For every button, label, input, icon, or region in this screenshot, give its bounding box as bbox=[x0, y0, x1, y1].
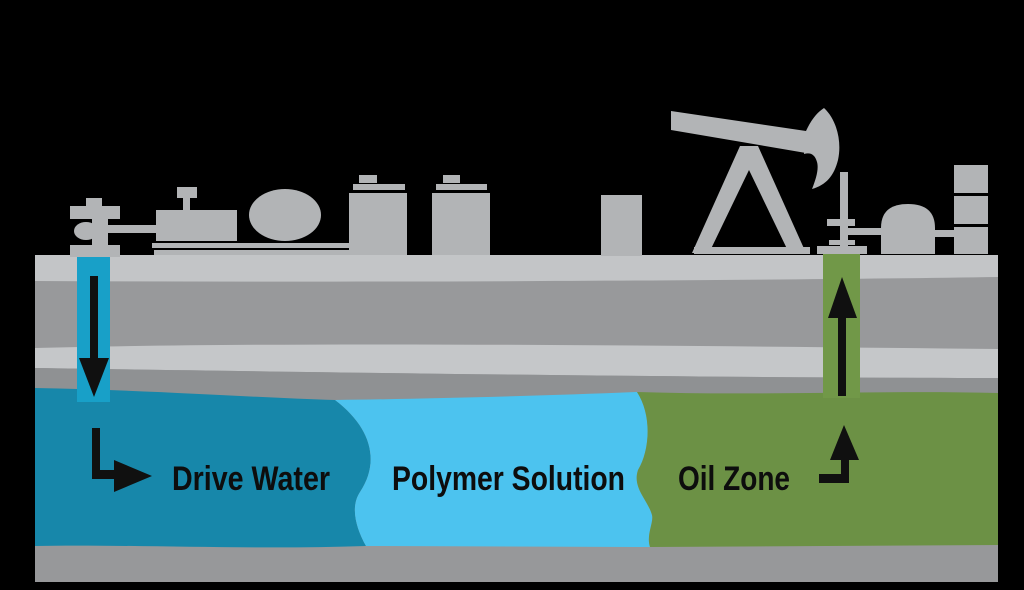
arrow-head bbox=[828, 277, 857, 318]
tank-body bbox=[349, 193, 407, 255]
wellhead-rod bbox=[840, 172, 848, 248]
tank-body bbox=[432, 193, 490, 255]
wellhead-crossbar bbox=[827, 219, 855, 226]
pumpjack-icon bbox=[671, 108, 840, 254]
polymer-solution-label: Polymer Solution bbox=[392, 460, 625, 498]
tank-cap bbox=[443, 175, 460, 183]
production-wellhead-icon bbox=[817, 172, 883, 254]
arrow-shaft bbox=[838, 310, 846, 396]
rock-stripe bbox=[35, 344, 998, 378]
utility-box-icon bbox=[601, 195, 642, 256]
pump-skid-lower bbox=[154, 250, 353, 255]
wellhead-plate bbox=[829, 240, 855, 245]
pump-motor-stem bbox=[183, 198, 190, 211]
tank-lid bbox=[436, 184, 487, 190]
wellhead-base-plate bbox=[817, 246, 867, 254]
storage-tank-icon bbox=[432, 175, 490, 255]
wellhead-body bbox=[92, 217, 108, 247]
arrow-head bbox=[79, 358, 109, 397]
injection-wellhead-icon bbox=[70, 198, 158, 257]
arrow-head bbox=[830, 425, 859, 460]
oil-zone-label: Oil Zone bbox=[678, 460, 790, 498]
pumpjack-horsehead bbox=[804, 108, 840, 189]
stacked-tank-bottom bbox=[954, 227, 988, 254]
reservoir-zones bbox=[35, 388, 998, 548]
pump-body bbox=[156, 210, 237, 241]
separator-outlet-pipe bbox=[935, 230, 955, 237]
flowline-pipe bbox=[848, 228, 883, 235]
separator-tank-icon bbox=[881, 204, 955, 254]
arrow-shaft bbox=[90, 276, 98, 364]
drive-water-flow-arrow-icon bbox=[92, 428, 152, 492]
oil-flow-arrow-icon bbox=[819, 425, 859, 483]
pump-motor bbox=[177, 187, 197, 198]
separator-dome bbox=[881, 204, 935, 254]
arrow-shaft bbox=[841, 450, 849, 483]
stacked-tank-middle bbox=[954, 196, 988, 224]
stacked-tank-top bbox=[954, 165, 988, 193]
pump-skid-upper bbox=[152, 243, 353, 248]
wellhead-cap bbox=[86, 198, 102, 206]
drive-water-label: Drive Water bbox=[172, 460, 330, 498]
surface-layer bbox=[35, 255, 998, 282]
polymer-solution-zone bbox=[335, 392, 653, 547]
drive-water-zone bbox=[35, 388, 371, 548]
wellhead-base-bar bbox=[70, 245, 120, 257]
stacked-tanks-icon bbox=[954, 165, 988, 254]
injection-down-arrow-icon bbox=[79, 276, 109, 397]
mixing-tank-icon bbox=[249, 189, 321, 241]
arrow-elbow bbox=[819, 474, 846, 483]
feed-pipe bbox=[106, 225, 158, 233]
production-up-arrow-icon bbox=[828, 277, 857, 396]
tank-cap bbox=[359, 175, 377, 183]
oil-zone bbox=[636, 392, 998, 547]
wellhead-top-bar bbox=[70, 206, 120, 219]
storage-tank-icon bbox=[349, 175, 407, 255]
arrow-head bbox=[114, 460, 152, 492]
injection-pump-icon bbox=[152, 187, 353, 255]
pumpjack-base bbox=[694, 247, 810, 254]
tank-lid bbox=[353, 184, 405, 190]
arrow-shaft bbox=[92, 428, 100, 476]
pumpjack-beam bbox=[671, 111, 806, 153]
wellhead-valve-wheel bbox=[74, 222, 98, 240]
arrow-elbow bbox=[92, 470, 118, 479]
pumpjack-a-frame bbox=[692, 146, 806, 253]
